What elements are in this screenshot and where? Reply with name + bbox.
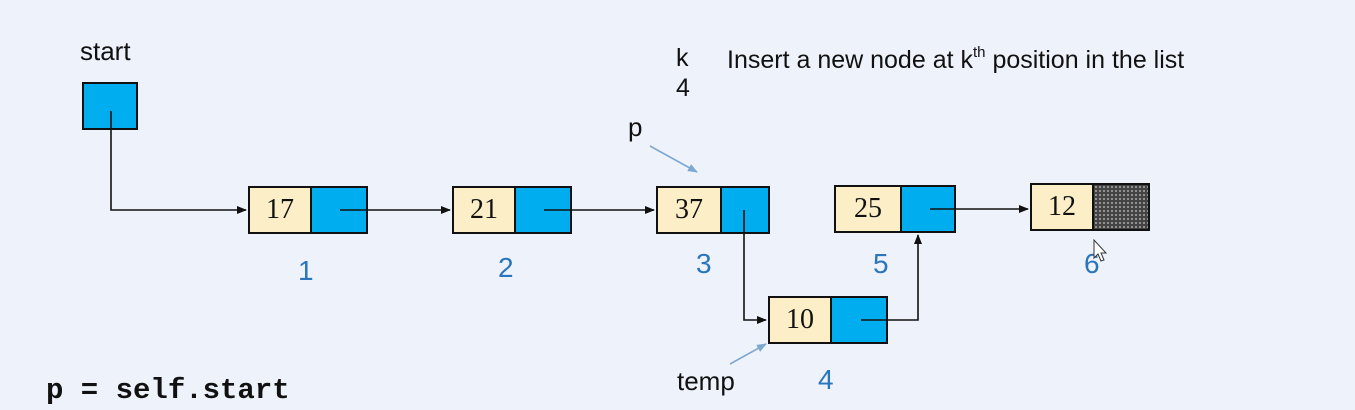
node-17: 17 [248,186,368,234]
code-line: p = self.start [46,374,290,407]
node-info: 25 [834,185,902,233]
position-number: 2 [498,252,514,283]
node-info: 17 [248,186,312,234]
node-info: 21 [452,186,516,234]
p-pointer-arrow [649,145,698,173]
position-number: 3 [696,248,712,279]
node-21: 21 [452,186,572,234]
new-node-to-node-5-arrow [861,234,922,321]
p-label: p [628,112,643,142]
mouse-cursor-icon [1093,238,1108,262]
task-caption: Insert a new node at kth position in the… [727,44,1185,74]
node-12: 12 [1030,183,1150,231]
node-link [722,186,770,234]
position-number: 5 [873,248,889,279]
null-link [1094,183,1150,231]
node-info: 12 [1030,183,1094,231]
temp-pointer-arrow [729,343,767,365]
node-10-new: 10 [768,296,888,344]
node-3-to-new-node-arrow [743,210,767,324]
k-value: 4 [676,74,690,102]
temp-label: temp [677,366,735,396]
start-to-node-1-arrow [110,111,247,214]
position-number: 4 [818,364,834,395]
start-pointer-box [82,82,138,130]
k-label: k [676,44,689,72]
position-number: 1 [298,255,314,286]
start-label: start [80,36,131,66]
node-info: 10 [768,296,832,344]
node-37: 37 [656,186,770,234]
node-info: 37 [656,186,722,234]
